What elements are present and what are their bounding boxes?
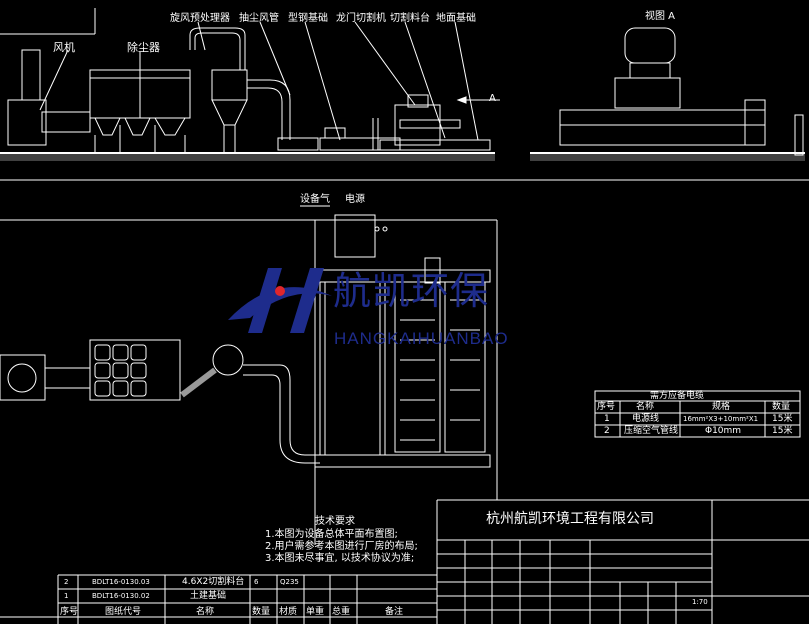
- suction-duct: [247, 79, 291, 140]
- label-cutting-table: 切割料台: [390, 13, 430, 24]
- main-duct-plan: [243, 364, 320, 456]
- steel-base: [319, 137, 401, 151]
- scale: 1:70: [692, 598, 708, 606]
- materials-cell: 压缩空气管线: [624, 426, 679, 436]
- title-block-grid: [436, 499, 809, 624]
- fan-plan: [0, 354, 46, 401]
- view-a-table: [559, 109, 766, 146]
- view-a-title: 视图 A: [645, 11, 676, 22]
- company-name: 杭州航凯环境工程有限公司: [486, 511, 654, 527]
- label-air-supply: 设备气: [300, 194, 330, 205]
- fan-stack: [21, 49, 41, 101]
- label-fan: 风机: [53, 41, 75, 54]
- logo-mark: [228, 268, 332, 333]
- parts-cell: 1: [64, 592, 69, 600]
- parts-header: 名称: [196, 607, 215, 617]
- materials-cell: 电源线: [632, 414, 660, 424]
- cyclone-body: [211, 69, 248, 101]
- plan-view: [0, 205, 498, 545]
- gantry-cutter: [394, 104, 441, 146]
- fan-body: [7, 99, 47, 146]
- parts-header: 材质: [279, 607, 298, 617]
- tech-req-item: 2.用户需参考本图进行厂房的布局;: [265, 541, 418, 552]
- materials-cell: 2: [604, 426, 610, 436]
- tech-req-title: 技术要求: [315, 516, 355, 527]
- tech-req-item: 3.本图未尽事宜, 以技术协议为准;: [265, 553, 415, 564]
- hopper: [94, 117, 121, 136]
- materials-cell: 16mm²X3+10mm²X1: [683, 415, 759, 423]
- parts-header: 单重: [306, 607, 325, 617]
- materials-header-name: 名称: [636, 402, 655, 412]
- materials-cell: 15米: [772, 414, 793, 424]
- materials-header-no: 序号: [597, 402, 616, 412]
- elevation-view: [0, 21, 500, 161]
- parts-cell: Q235: [280, 578, 299, 586]
- label-ground-base: 地面基础: [436, 13, 476, 24]
- cyclone-plan: [212, 344, 244, 376]
- parts-header: 序号: [60, 607, 79, 617]
- parts-header: 数量: [252, 607, 271, 617]
- cyclone-duct: [189, 27, 246, 70]
- logo-text-cn: 航凯环保: [333, 269, 490, 313]
- materials-table-grid: [594, 390, 801, 438]
- label-cyclone: 旋风预处理器: [170, 13, 230, 24]
- materials-header-spec: 规格: [712, 402, 731, 412]
- parts-list-grid: [0, 574, 437, 624]
- parts-cell: 6: [254, 578, 259, 586]
- power-cabinet: [334, 214, 376, 258]
- fan-duct: [41, 111, 91, 133]
- parts-cell: 4.6X2切割料台: [182, 577, 245, 587]
- collector-plan: [89, 339, 181, 401]
- materials-table-title: 需方应备电缆: [650, 391, 705, 401]
- materials-cell: 1: [604, 414, 610, 424]
- parts-header: 图纸代号: [105, 607, 142, 617]
- parts-cell: 土建基础: [190, 591, 227, 601]
- label-arrow-a: A: [489, 93, 496, 104]
- rail-bottom: [314, 454, 491, 468]
- materials-header-qty: 数量: [772, 402, 791, 412]
- parts-cell: BDLT16-0130.03: [92, 578, 150, 586]
- label-steel-base: 型钢基础: [288, 13, 328, 24]
- parts-header: 备注: [385, 607, 404, 617]
- logo-text-en: HANGKAIHUANBAO: [334, 329, 509, 348]
- view-a-cyclone: [624, 27, 676, 64]
- label-dust-collector: 除尘器: [127, 41, 160, 54]
- cutting-table-plan: [394, 281, 441, 453]
- parts-cell: BDLT16-0130.02: [92, 592, 150, 600]
- view-a: [530, 27, 805, 161]
- label-gantry-cutter: 龙门切割机: [336, 13, 386, 24]
- label-dust-duct: 抽尘风管: [239, 13, 279, 24]
- cutting-table: [379, 139, 491, 151]
- materials-cell: Φ10mm: [705, 426, 742, 436]
- label-power: 电源: [345, 194, 365, 205]
- tech-req-item: 1.本图为设备总体平面布置图;: [265, 529, 398, 540]
- materials-cell: 15米: [772, 426, 793, 436]
- parts-cell: 2: [64, 578, 69, 586]
- parts-header: 总重: [332, 607, 351, 617]
